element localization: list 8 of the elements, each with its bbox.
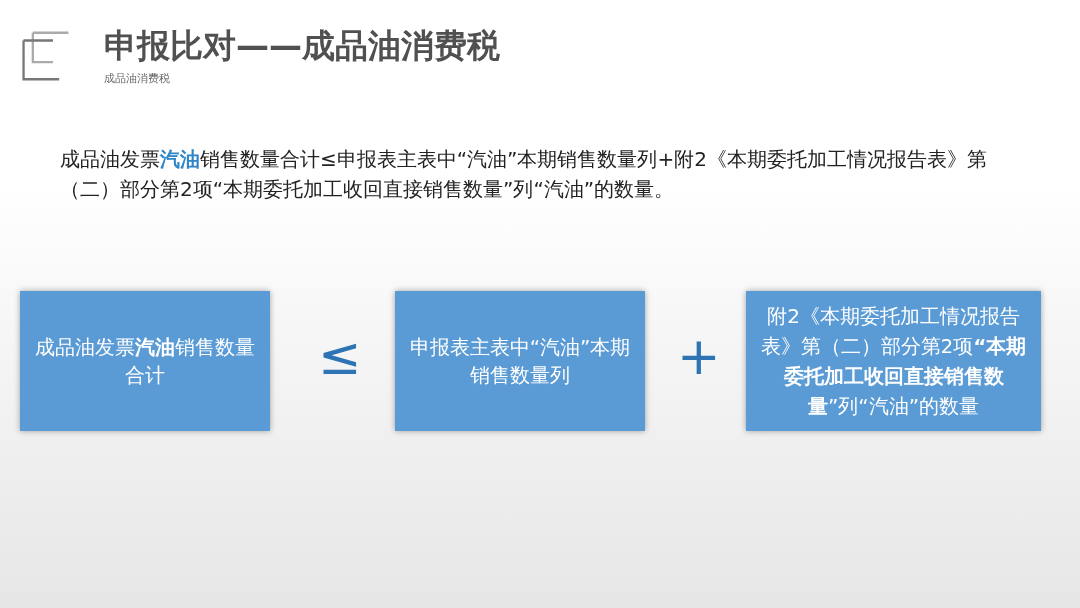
operator-symbol: ≤: [318, 330, 362, 382]
subtitle: 成品油消费税: [104, 71, 170, 86]
text-box: 成品油发票汽油销售数量合计: [20, 291, 270, 431]
rule-paragraph: 成品油发票汽油销售数量合计≤申报表主表中“汽油”本期销售数量列+附2《本期委托加工情况报告表》第（二）部分第2项“本期委托加工收回直接销售数量”列“汽油”的数量。: [60, 146, 988, 203]
operator-symbol: +: [677, 330, 721, 382]
text-box: 附2《本期委托加工情况报告表》第（二）部分第2项“本期委托加工收回直接销售数量”列“汽油”的数量: [746, 291, 1041, 431]
slide-title: 申报比对——成品油消费税: [104, 25, 500, 67]
text-box: 申报表主表中“汽油”本期销售数量列: [395, 291, 645, 431]
